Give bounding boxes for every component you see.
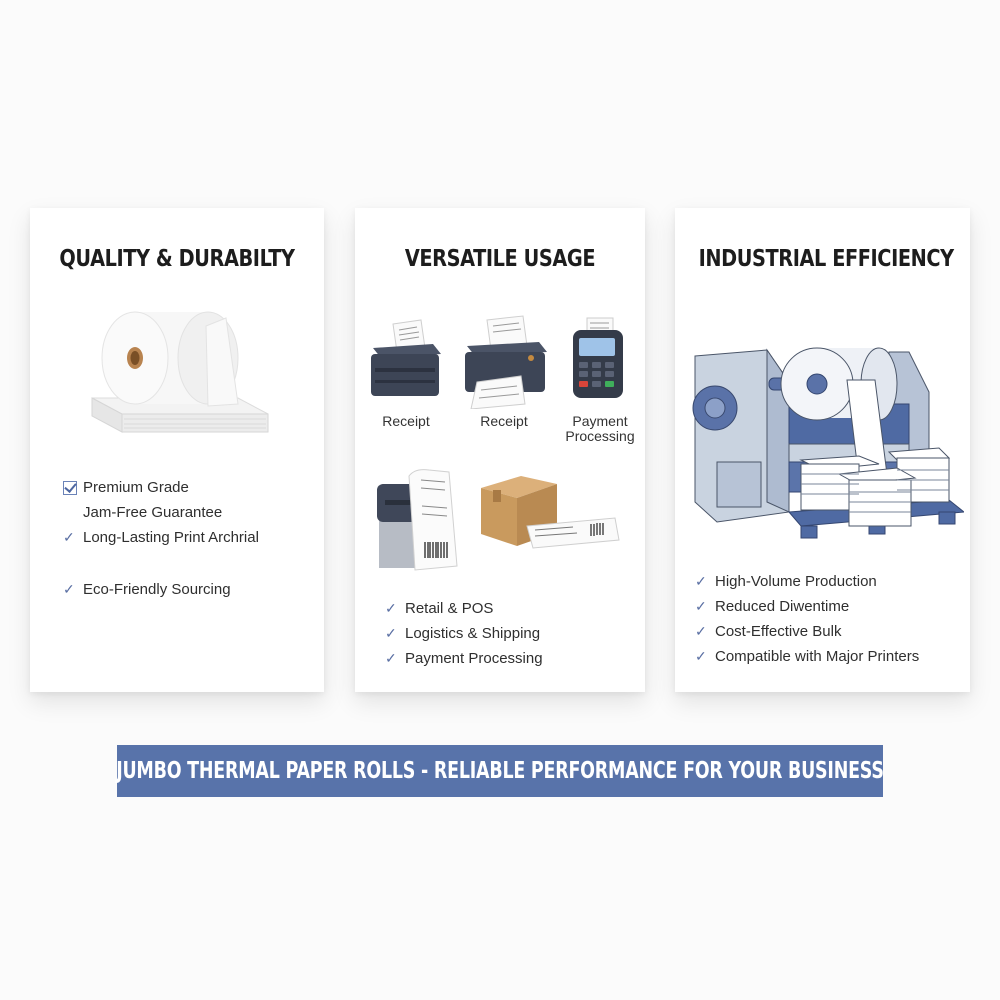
banner-text: JUMBO THERMAL PAPER ROLLS - RELIABLE PER…: [116, 758, 884, 784]
feature-list: ✓ High-Volume Production ✓ Reduced Diwen…: [695, 569, 919, 669]
card-quality-durability: QUALITY & DURABILTY Premium Grade: [30, 208, 324, 692]
feature-label: Reduced Diwentime: [715, 598, 850, 615]
check-icon: ✓: [385, 625, 397, 641]
card-versatile-usage: VERSATILE USAGE: [355, 208, 645, 692]
feature-item: Premium Grade: [63, 475, 259, 500]
feature-item: ✓ Reduced Diwentime: [695, 594, 919, 619]
feature-item: ✓ Cost-Effective Bulk: [695, 619, 919, 644]
check-icon: ✓: [385, 600, 397, 616]
feature-item: Jam-Free Guarantee: [63, 500, 259, 525]
check-icon: ✓: [385, 650, 397, 666]
feature-label: Premium Grade: [83, 479, 189, 496]
icon-label: Receipt: [382, 413, 430, 429]
icon-label: Payment Processing: [565, 413, 635, 444]
label-printer-icon: [375, 466, 470, 571]
feature-item: ✓ Logistics & Shipping: [385, 621, 543, 646]
feature-item: ✓ High-Volume Production: [695, 569, 919, 594]
feature-label: Eco-Friendly Sourcing: [83, 581, 231, 598]
check-icon: ✓: [63, 581, 75, 597]
feature-label: Payment Processing: [405, 650, 543, 667]
card-terminal-icon: [567, 316, 627, 401]
check-icon: ✓: [695, 573, 707, 589]
feature-label: Jam-Free Guarantee: [83, 504, 223, 521]
tagline-banner: JUMBO THERMAL PAPER ROLLS - RELIABLE PER…: [116, 745, 884, 797]
receipt-printer-output-icon: [463, 314, 553, 409]
feature-item: ✓ Eco-Friendly Sourcing: [63, 577, 259, 602]
card-title: VERSATILE USAGE: [404, 246, 596, 272]
feature-list: Premium Grade Jam-Free Guarantee ✓ Long-…: [63, 475, 259, 602]
icon-label: Receipt: [480, 413, 528, 429]
feature-item: ✓ Payment Processing: [385, 646, 543, 671]
checkbox-checked-icon: [63, 480, 77, 495]
thermal-paper-roll-icon: [88, 306, 273, 446]
feature-item: ✓ Compatible with Major Printers: [695, 644, 919, 669]
feature-label: Long-Lasting Print Archrial: [83, 529, 259, 546]
feature-item: ✓ Long-Lasting Print Archrial: [63, 525, 259, 550]
receipt-printer-icon: [367, 318, 447, 403]
card-industrial-efficiency: INDUSTRIAL EFFICIENCY: [675, 208, 970, 692]
card-title: QUALITY & DURABILTY: [59, 246, 295, 272]
check-icon: ✓: [695, 623, 707, 639]
feature-list: ✓ Retail & POS ✓ Logistics & Shipping ✓ …: [385, 596, 543, 671]
feature-label: Logistics & Shipping: [405, 625, 541, 642]
industrial-slitter-machine-icon: [689, 312, 964, 552]
check-icon: ✓: [695, 648, 707, 664]
shipping-box-label-icon: [473, 476, 623, 556]
feature-label: Compatible with Major Printers: [715, 648, 920, 665]
feature-label: High-Volume Production: [715, 573, 877, 590]
feature-label: Retail & POS: [405, 600, 494, 617]
feature-item: ✓ Retail & POS: [385, 596, 543, 621]
feature-label: Cost-Effective Bulk: [715, 623, 842, 640]
check-icon: ✓: [695, 598, 707, 614]
card-title: INDUSTRIAL EFFICIENCY: [698, 246, 955, 272]
check-icon: ✓: [63, 529, 75, 545]
